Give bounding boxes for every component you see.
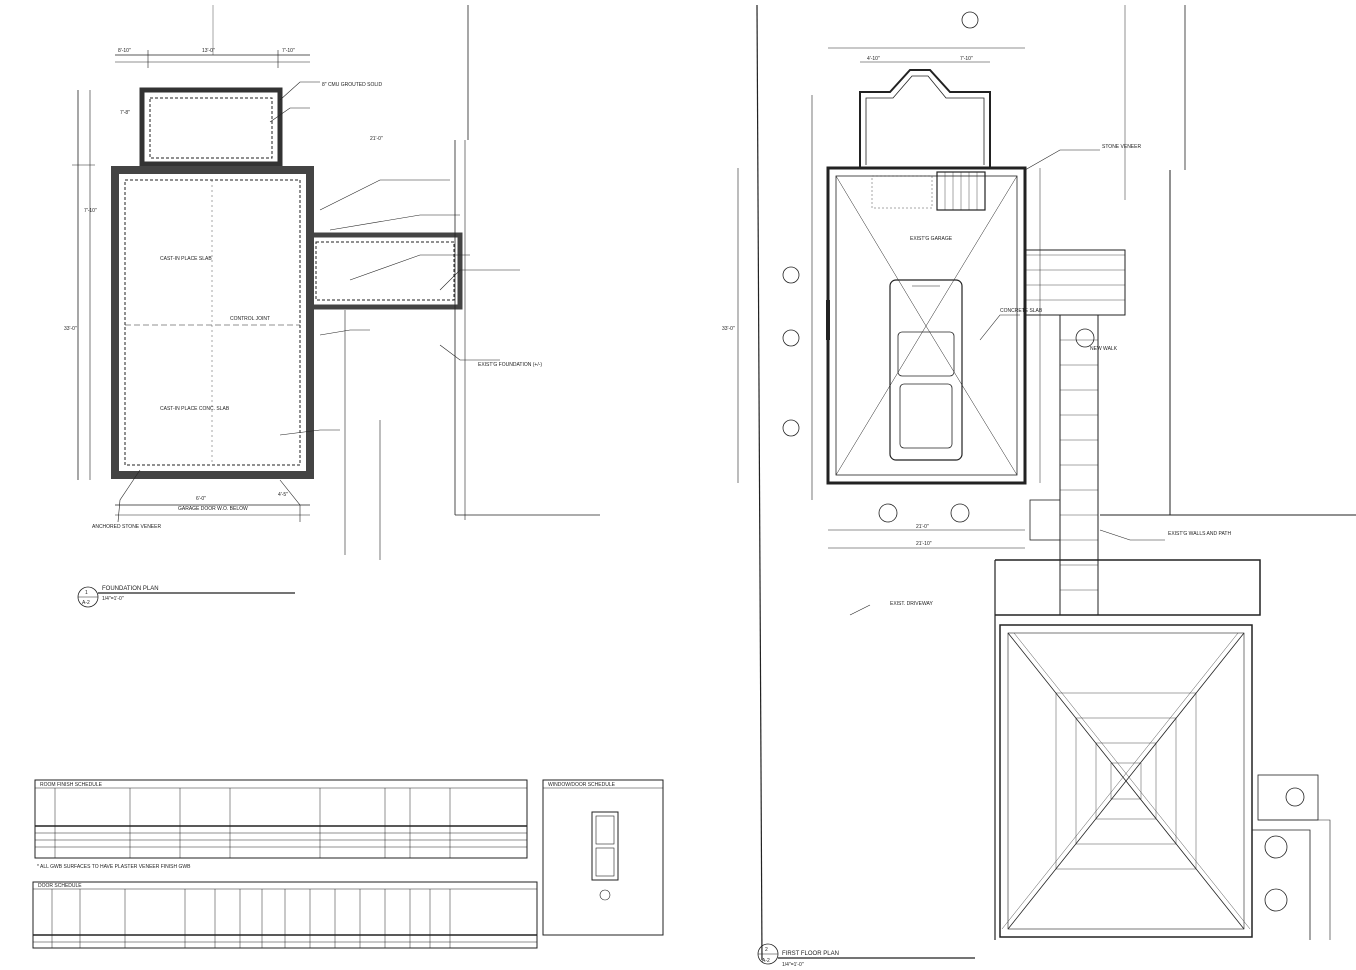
sheet-ref: A-2 <box>82 600 90 606</box>
foundation-plan-labels: 8'-10" 13'-0" 7'-10" 7'-8" 6'-0" 33'-0" … <box>64 48 542 530</box>
dim-label: 33'-0" <box>64 326 77 332</box>
dim-label: 4'-5" <box>278 492 288 498</box>
schedule-footnote: * ALL GWB SURFACES TO HAVE PLASTER VENEE… <box>37 864 191 870</box>
foundation-plan <box>72 5 600 560</box>
first-floor-plan <box>737 4 1356 961</box>
note-label: EXIST. DRIVEWAY <box>890 601 933 607</box>
note-label: EXIST'G GARAGE <box>910 236 953 242</box>
note-label: NEW WALK <box>1090 346 1118 352</box>
note-label: ANCHORED STONE VENEER <box>92 524 161 530</box>
door-schedule <box>32 881 538 949</box>
note-label: GARAGE DOOR W.O. BELOW <box>178 506 248 512</box>
dim-label: 7'-10" <box>282 48 295 54</box>
dim-label: 21'-0" <box>916 524 929 530</box>
note-label: 8" CMU GROUTED SOLID <box>322 82 383 88</box>
schedule-title: DOOR SCHEDULE <box>38 883 82 889</box>
dim-label: 33'-0" <box>722 326 735 332</box>
schedule-title: ROOM FINISH SCHEDULE <box>40 782 103 788</box>
room-finish-schedule <box>34 779 528 859</box>
note-label: EXIST'G FOUNDATION (+/-) <box>478 362 542 368</box>
dim-label: 7'-10" <box>84 208 97 214</box>
dim-label: 21'-10" <box>916 541 932 547</box>
dim-label: 7'-10" <box>960 56 973 62</box>
dim-label: 21'-0" <box>370 136 383 142</box>
dim-label: 6'-0" <box>196 496 206 502</box>
note-label: STONE VENEER <box>1102 144 1141 150</box>
dim-label: 8'-10" <box>118 48 131 54</box>
view-number: 1 <box>85 590 88 596</box>
dim-label: 4'-10" <box>867 56 880 62</box>
schedule-title: WINDOW/DOOR SCHEDULE <box>548 782 616 788</box>
view-title: FIRST FLOOR PLAN <box>782 951 839 957</box>
note-label: CONCRETE SLAB <box>1000 308 1043 314</box>
note-label: CONTROL JOINT <box>230 316 270 322</box>
foundation-plan-title-block: 1 A-2 FOUNDATION PLAN 1/4"=1'-0" <box>77 586 295 608</box>
first-floor-plan-labels: 4'-10" 7'-10" 21'-0" 21'-10" 33'-0" EXIS… <box>722 56 1231 607</box>
view-scale: 1/4"=1'-0" <box>102 596 124 602</box>
note-label: CAST-IN PLACE SLAB <box>160 256 212 262</box>
sheet-ref: A-2 <box>762 958 770 964</box>
dim-label: 7'-8" <box>120 110 130 116</box>
note-label: EXIST'G WALLS AND PATH <box>1168 531 1231 537</box>
window-door-schedule <box>542 779 664 936</box>
first-floor-plan-title-block: 2 A-2 FIRST FLOOR PLAN 1/4"=1'-0" <box>757 943 975 968</box>
view-scale: 1/4"=1'-0" <box>782 962 804 968</box>
note-label: CAST-IN PLACE CONC. SLAB <box>160 406 230 412</box>
dim-label: 13'-0" <box>202 48 215 54</box>
view-title: FOUNDATION PLAN <box>102 586 159 592</box>
view-number: 2 <box>765 947 768 953</box>
